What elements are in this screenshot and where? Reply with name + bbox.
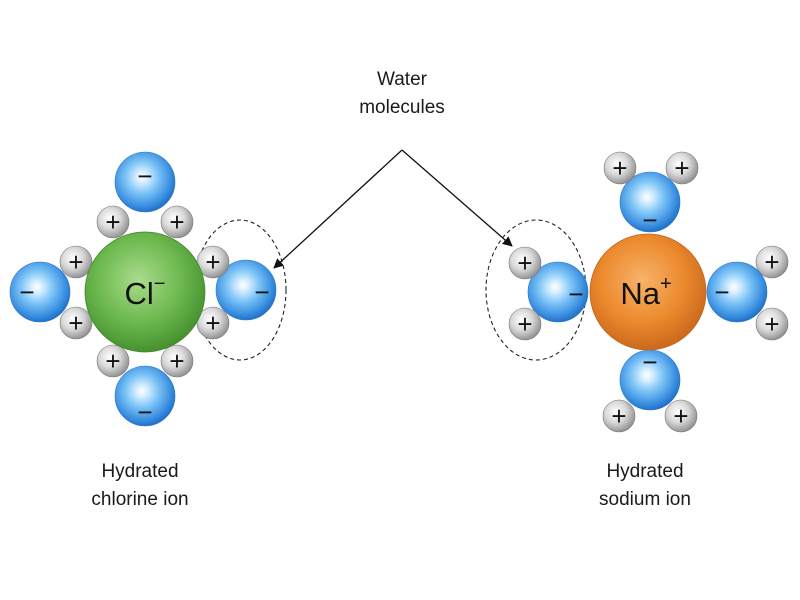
hydrogen-atom — [160, 205, 194, 239]
sodium-water-left: − + + — [508, 246, 589, 341]
hydrogen-sign: + — [611, 401, 626, 431]
chloride-caption-line2: chlorine ion — [91, 489, 189, 510]
hydrogen-sign: + — [68, 308, 83, 338]
chloride-sphere — [84, 231, 206, 353]
water-molecules-label: Water molecules — [330, 66, 474, 122]
hydrogen-atom — [96, 344, 130, 378]
hydrogen-sign: + — [764, 247, 779, 277]
oxygen-sign: − — [254, 277, 269, 307]
oxygen-atom — [215, 259, 277, 321]
sodium-ion: Na+ — [589, 233, 707, 351]
hydrogen-sign: + — [674, 153, 689, 183]
chloride-caption-line1: Hydrated — [101, 461, 179, 482]
chloride-water-top: − + + — [96, 151, 194, 239]
hydrogen-atom — [665, 151, 699, 185]
pointer-arrows — [273, 149, 513, 269]
hydrogen-sign: + — [673, 401, 688, 431]
chloride-water-right: − + + — [196, 245, 277, 340]
hydrogen-atom — [603, 151, 637, 185]
chloride-caption: Hydrated chlorine ion — [55, 458, 225, 514]
oxygen-atom — [527, 261, 589, 323]
chloride-water-bottom: − + + — [96, 344, 194, 427]
oxygen-sign: − — [568, 279, 583, 309]
water-molecules-label-line1: Water — [377, 69, 427, 90]
oxygen-atom — [114, 151, 176, 213]
hydrogen-sign: + — [169, 207, 184, 237]
hydrogen-sign: + — [517, 248, 532, 278]
water-molecules-label-line2: molecules — [359, 97, 445, 118]
hydrogen-atom — [59, 306, 93, 340]
oxygen-sign: − — [137, 397, 152, 427]
arrow-to-sodium-water — [401, 149, 513, 247]
hydrogen-atom — [755, 307, 789, 341]
oxygen-sign: − — [714, 277, 729, 307]
oxygen-atom — [9, 261, 71, 323]
sodium-water-top: − + + — [603, 151, 699, 235]
hydrogen-sign: + — [169, 346, 184, 376]
sodium-caption-line2: sodium ion — [599, 489, 691, 510]
oxygen-sign: − — [19, 277, 34, 307]
hydrogen-sign: + — [205, 308, 220, 338]
oxygen-atom — [114, 365, 176, 427]
hydrogen-sign: + — [517, 309, 532, 339]
hydrogen-atom — [602, 399, 636, 433]
hydrogen-atom — [196, 306, 230, 340]
hydrogen-atom — [508, 246, 542, 280]
chloride-ion: Cl− — [84, 231, 206, 353]
hydrogen-atom — [508, 307, 542, 341]
oxygen-sign: − — [642, 347, 657, 377]
hydrogen-atom — [160, 344, 194, 378]
hydrogen-sign: + — [68, 247, 83, 277]
sodium-symbol: Na+ — [620, 273, 671, 311]
sodium-water-bottom: − + + — [602, 347, 698, 433]
hydrogen-atom — [664, 399, 698, 433]
hydrogen-atom — [59, 245, 93, 279]
oxygen-sign: − — [642, 205, 657, 235]
chloride-symbol: Cl− — [125, 273, 166, 311]
oxygen-atom — [706, 261, 768, 323]
oxygen-atom — [619, 171, 681, 233]
chloride-water-left: − + + — [9, 245, 93, 340]
hydrogen-atom — [755, 245, 789, 279]
sodium-sphere — [589, 233, 707, 351]
sodium-charge: + — [660, 273, 672, 295]
hydrogen-sign: + — [105, 207, 120, 237]
hydrogen-sign: + — [612, 153, 627, 183]
hydrogen-atom — [96, 205, 130, 239]
hydrogen-sign: + — [205, 247, 220, 277]
hydrogen-sign: + — [105, 346, 120, 376]
arrow-to-chloride-water — [273, 149, 403, 269]
oxygen-sign: − — [137, 161, 152, 191]
sodium-caption: Hydrated sodium ion — [565, 458, 725, 514]
sodium-water-right: − + + — [706, 245, 789, 341]
chloride-charge: − — [154, 273, 166, 295]
sodium-caption-line1: Hydrated — [606, 461, 684, 482]
hydrogen-sign: + — [764, 309, 779, 339]
